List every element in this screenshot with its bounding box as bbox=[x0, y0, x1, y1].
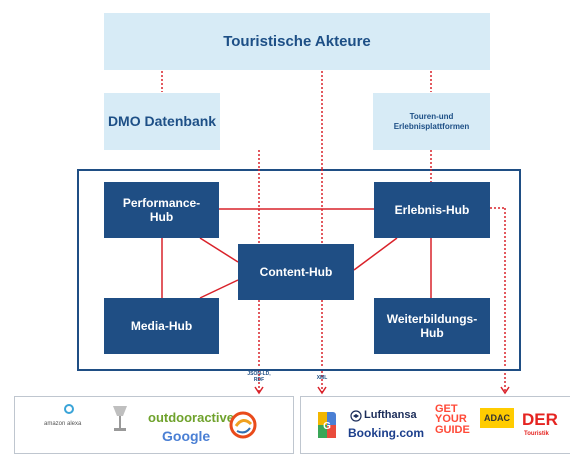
svg-text:G: G bbox=[323, 421, 331, 432]
node-media-hub: Media-Hub bbox=[104, 298, 219, 354]
node-touren-label-line1: Touren-und bbox=[409, 111, 454, 121]
node-erlebnis-hub-label: Erlebnis-Hub bbox=[394, 202, 470, 217]
node-touristische-akteure-label: Touristische Akteure bbox=[223, 32, 371, 50]
node-weiterbildungs-hub-line2: Hub bbox=[420, 326, 444, 340]
logo-google: Google bbox=[162, 428, 211, 444]
swirl-logo-icon bbox=[229, 411, 257, 439]
google-maps-pin-icon: G bbox=[318, 412, 336, 438]
arrowhead-partners bbox=[500, 386, 510, 395]
logo-getyourguide: GET YOUR GUIDE bbox=[435, 403, 470, 436]
logo-adac: ADAC bbox=[480, 408, 514, 428]
arrow-label-jsonld-line2: RDF bbox=[253, 377, 265, 383]
logo-getyourguide-line3: GUIDE bbox=[435, 423, 470, 436]
node-touren-erlebnisplattformen: Touren-und Erlebnisplattformen bbox=[373, 93, 490, 150]
node-dmo-datenbank-label: DMO Datenbank bbox=[107, 113, 217, 130]
lamp-device-icon bbox=[113, 406, 127, 431]
node-performance-hub-line1: Performance- bbox=[122, 195, 201, 210]
node-performance-hub: Performance- Hub bbox=[104, 182, 219, 238]
arrowhead-jsonld bbox=[254, 386, 264, 395]
node-touristische-akteure: Touristische Akteure bbox=[104, 13, 490, 70]
lufthansa-crane-icon bbox=[350, 410, 362, 422]
logo-der-touristik: Touristik bbox=[524, 431, 549, 437]
panel-voice-and-search bbox=[14, 396, 294, 454]
logo-getyourguide-line2: YOUR bbox=[435, 413, 467, 426]
logo-der: DER bbox=[522, 410, 558, 429]
logo-booking: Booking.com bbox=[348, 426, 425, 440]
panel-travel-partners bbox=[300, 396, 570, 454]
arrow-label-jsonld: JSON-LD, RDF bbox=[244, 371, 274, 383]
node-content-hub-label: Content-Hub bbox=[259, 264, 333, 279]
node-weiterbildungs-hub: Weiterbildungs- Hub bbox=[374, 298, 490, 354]
node-dmo-datenbank: DMO Datenbank bbox=[104, 93, 220, 150]
logo-outdooractive: outdooractive bbox=[148, 410, 234, 425]
node-weiterbildungs-hub-line1: Weiterbildungs- bbox=[386, 311, 478, 326]
node-touren-label-line2: Erlebnisplattformen bbox=[393, 121, 470, 131]
node-media-hub-label: Media-Hub bbox=[130, 318, 193, 333]
node-erlebnis-hub: Erlebnis-Hub bbox=[374, 182, 490, 238]
alexa-ring-icon bbox=[64, 404, 74, 414]
logo-amazon-alexa: amazon alexa bbox=[44, 421, 82, 427]
logo-getyourguide-line1: GET bbox=[435, 403, 458, 415]
arrowhead-xml bbox=[317, 386, 327, 395]
node-content-hub: Content-Hub bbox=[238, 244, 354, 300]
node-performance-hub-line2: Hub bbox=[149, 210, 174, 224]
arrow-label-xml: XML bbox=[316, 375, 328, 381]
arrow-label-jsonld-line1: JSON-LD, bbox=[247, 371, 271, 377]
logo-lufthansa: Lufthansa bbox=[364, 409, 417, 421]
